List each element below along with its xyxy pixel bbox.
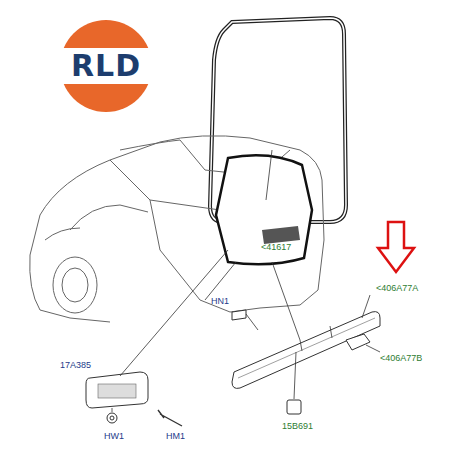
leader-line: [272, 262, 300, 340]
trim-edge: [238, 318, 375, 378]
leader-line: [120, 250, 228, 376]
callout-number: HM1: [166, 432, 185, 441]
part-number: 15B691: [282, 422, 313, 431]
part-number: <41617: [261, 243, 291, 252]
trim-detail: [300, 340, 302, 351]
part-number: <406A77A: [376, 284, 418, 293]
leader-line: [362, 295, 370, 318]
washer: [107, 413, 117, 423]
car-outline: [30, 136, 324, 322]
leader-line: [246, 314, 258, 330]
highlight-arrow: [378, 222, 414, 272]
washer-hole: [110, 416, 114, 420]
leader-line: [294, 352, 296, 399]
part-number: 17A385: [60, 361, 91, 370]
logo-text: RLD: [71, 51, 141, 81]
tailgate-outline: [216, 155, 312, 264]
end-cap: [346, 334, 370, 350]
logo-circle: [60, 20, 152, 112]
trim-detail: [330, 326, 332, 338]
plate-area: [262, 226, 300, 244]
callout-number: HW1: [104, 432, 124, 441]
leader-line: [366, 345, 380, 352]
bracket-part: [287, 400, 301, 414]
leader-line: [205, 262, 236, 300]
clip: [232, 310, 246, 320]
callout-number: HN1: [211, 297, 229, 306]
logo-band: [56, 48, 156, 84]
leader-line: [266, 150, 272, 200]
licence-lamp: [86, 372, 148, 408]
lamp-lens: [98, 384, 136, 398]
part-number: <406A77B: [380, 354, 422, 363]
leader-line: [112, 408, 113, 412]
trim-strip: [232, 312, 380, 389]
screw: [158, 410, 182, 426]
